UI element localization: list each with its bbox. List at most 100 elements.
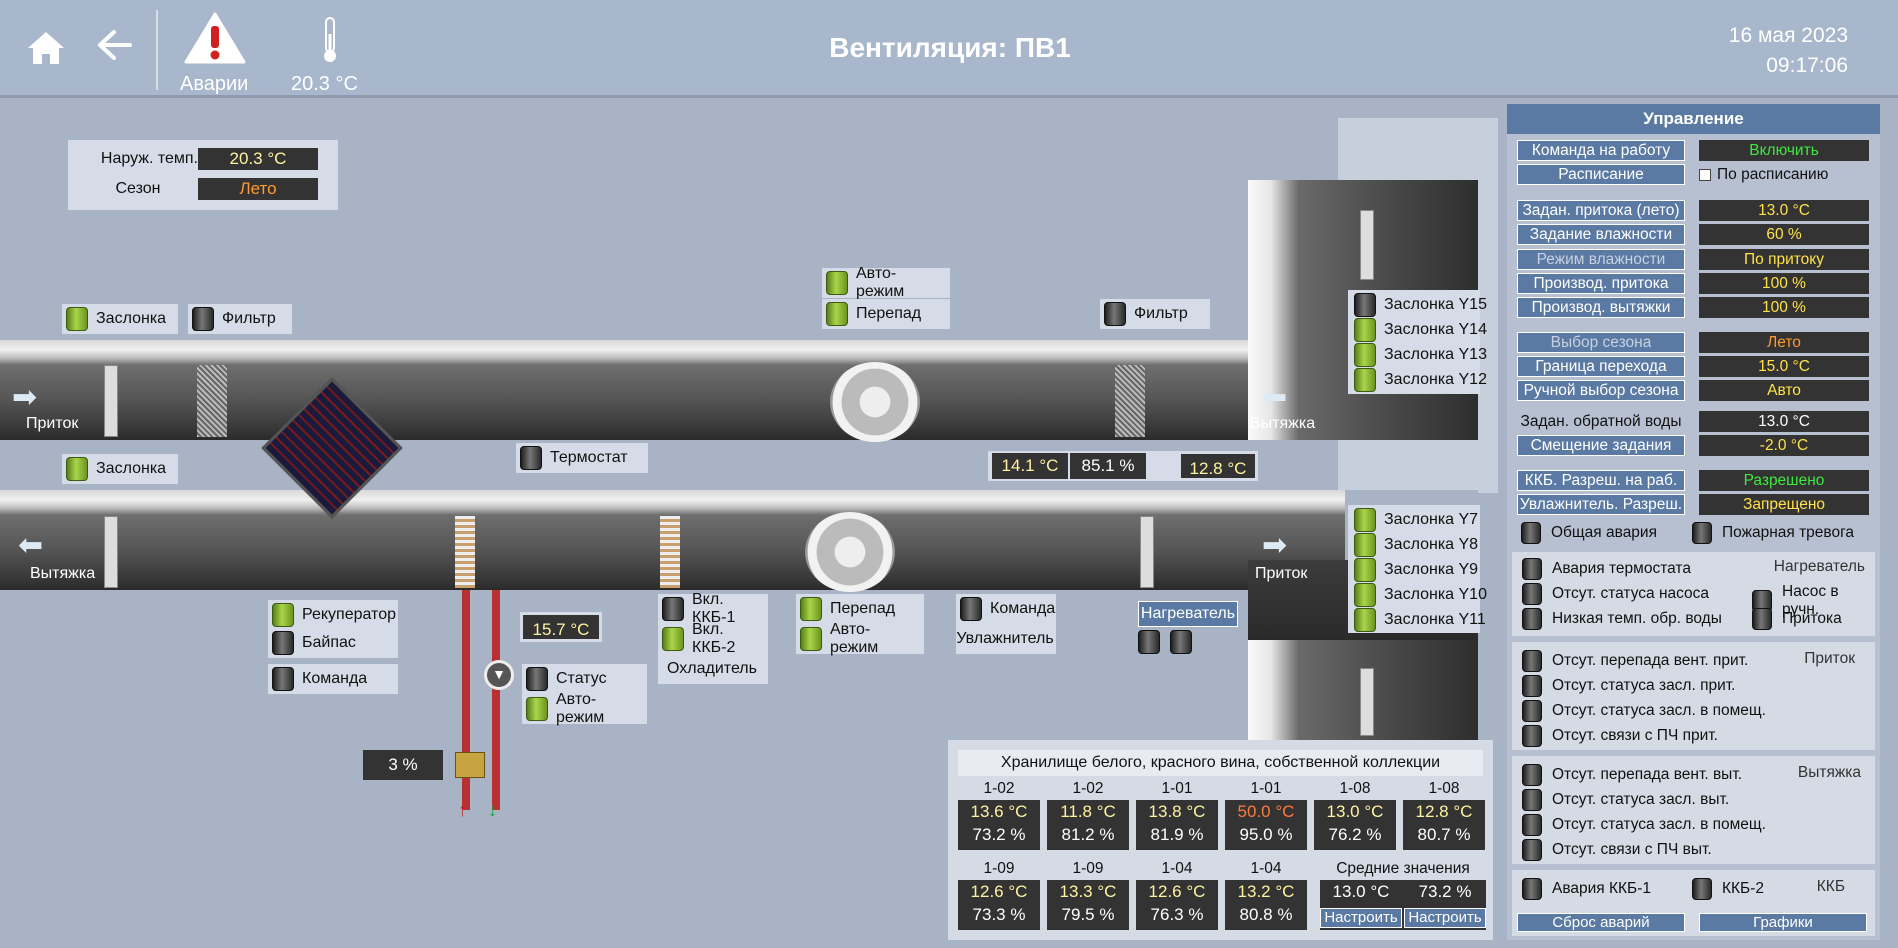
setting-value[interactable]: 13.0 °C bbox=[1699, 411, 1869, 432]
label-text: Низкая темп. обр. воды bbox=[1552, 610, 1722, 627]
setup-hum-button[interactable]: Настроить bbox=[1404, 908, 1486, 928]
exhaust-fan-auto[interactable]: Авто-режим bbox=[796, 621, 924, 656]
bypass-status[interactable]: Байпас bbox=[268, 628, 398, 658]
exhaust-fan bbox=[805, 512, 895, 592]
setting-label[interactable]: Производ. вытяжки bbox=[1517, 297, 1685, 318]
damper-y13-status[interactable]: Заслонка Y13 bbox=[1350, 342, 1493, 367]
label-text: Вкл. ККБ-2 bbox=[692, 621, 736, 656]
damper-y11-status[interactable]: Заслонка Y11 bbox=[1350, 607, 1492, 632]
setting-label[interactable]: Команда на работу bbox=[1517, 140, 1685, 161]
label-text: Заслонка Y10 bbox=[1384, 585, 1487, 603]
damper-y9-status[interactable]: Заслонка Y9 bbox=[1350, 557, 1484, 582]
damper-y7-status[interactable]: Заслонка Y7 bbox=[1350, 507, 1484, 532]
setting-value[interactable]: 100 % bbox=[1699, 297, 1869, 318]
damper-upper-status[interactable]: Заслонка bbox=[62, 304, 178, 334]
sensor-temp: 13.0 °C bbox=[1326, 802, 1384, 821]
pump-auto[interactable]: Авто-режим bbox=[522, 691, 647, 726]
setting-label[interactable]: Задан. притока (лето) bbox=[1517, 200, 1685, 221]
pump-status[interactable]: Статус bbox=[522, 664, 647, 694]
setting-value[interactable]: По притоку bbox=[1699, 249, 1869, 270]
status-indicator bbox=[1522, 700, 1542, 722]
setting-label[interactable]: Граница перехода bbox=[1517, 356, 1685, 377]
status-indicator bbox=[960, 597, 982, 621]
header-bar: Аварии 20.3 °C Вентиляция: ПВ1 16 мая 20… bbox=[0, 0, 1898, 98]
setting-value[interactable]: -2.0 °C bbox=[1699, 435, 1869, 456]
pipe-return bbox=[492, 590, 500, 810]
label-text: Заслонка Y14 bbox=[1384, 320, 1487, 338]
damper-y10-status[interactable]: Заслонка Y10 bbox=[1350, 582, 1493, 607]
setting-value[interactable]: 100 % bbox=[1699, 273, 1869, 294]
status-indicator bbox=[1354, 582, 1376, 607]
filter-left-status[interactable]: Фильтр bbox=[188, 304, 292, 334]
pump-icon[interactable]: ▼ bbox=[484, 660, 514, 690]
setting-label[interactable]: Увлажнитель. Разреш. bbox=[1517, 494, 1685, 515]
kkb1-status[interactable]: Вкл. ККБ-1 bbox=[658, 591, 768, 626]
sensor-hum: 73.3 % bbox=[972, 905, 1026, 924]
label-text: Рекуператор bbox=[302, 606, 396, 623]
reset-alarms-button[interactable]: Сброс аварий bbox=[1517, 913, 1685, 932]
kkb2-status[interactable]: Вкл. ККБ-2 bbox=[658, 621, 768, 656]
supply-fan-pressure[interactable]: Перепад bbox=[822, 299, 950, 329]
recuperator-status[interactable]: Рекуператор bbox=[268, 600, 398, 630]
damper-y15-status[interactable]: Заслонка Y15 bbox=[1350, 292, 1493, 317]
setting-value[interactable]: Авто bbox=[1699, 380, 1869, 401]
damper-y12-status[interactable]: Заслонка Y12 bbox=[1350, 367, 1493, 392]
humidifier-label: Увлажнитель bbox=[956, 624, 1056, 654]
status-indicator bbox=[1354, 607, 1376, 632]
alarms-label[interactable]: Аварии bbox=[180, 73, 249, 95]
setting-value[interactable]: 15.0 °C bbox=[1699, 356, 1869, 377]
header-divider bbox=[156, 10, 158, 90]
setting-label[interactable]: Режим влажности bbox=[1517, 249, 1685, 270]
back-arrow-icon[interactable] bbox=[96, 28, 134, 67]
outdoor-box: Наруж. темп. 20.3 °C Сезон Лето bbox=[68, 140, 338, 210]
supply-fan-auto[interactable]: Авто-режим bbox=[822, 265, 950, 300]
status-indicator bbox=[1522, 558, 1542, 580]
label-text: Фильтр bbox=[1134, 305, 1188, 322]
filter-right-status[interactable]: Фильтр bbox=[1100, 299, 1210, 329]
sensor-temp: 12.8 °C bbox=[1415, 802, 1473, 821]
setting-label[interactable]: Ручной выбор сезона bbox=[1517, 380, 1685, 401]
valve-position-value[interactable]: 3 % bbox=[363, 750, 443, 780]
setting-label[interactable]: Производ. притока bbox=[1517, 273, 1685, 294]
water-temp-value: 15.7 °C bbox=[520, 612, 602, 642]
damper-y8-status[interactable]: Заслонка Y8 bbox=[1350, 532, 1484, 557]
schedule-checkbox[interactable]: По расписанию bbox=[1699, 166, 1828, 184]
group-title: Нагреватель bbox=[1773, 558, 1865, 575]
graphs-button[interactable]: Графики bbox=[1699, 913, 1867, 932]
setting-value[interactable]: 60 % bbox=[1699, 224, 1869, 245]
avg-temp: 13.0 °C bbox=[1332, 882, 1390, 901]
setting-value[interactable]: Лето bbox=[1699, 332, 1869, 353]
setting-value[interactable]: Разрешено bbox=[1699, 470, 1869, 491]
setting-label[interactable]: Выбор сезона bbox=[1517, 332, 1685, 353]
valve-icon[interactable] bbox=[455, 752, 485, 778]
setting-label: Задан. обратной воды bbox=[1520, 413, 1682, 430]
home-icon[interactable] bbox=[26, 30, 66, 71]
status-indicator bbox=[1354, 557, 1376, 582]
avg-title: Средние значения bbox=[1336, 860, 1470, 877]
label-text: Заслонка bbox=[96, 310, 167, 327]
setting-value[interactable]: Запрещено bbox=[1699, 494, 1869, 515]
exhaust-fan-pressure[interactable]: Перепад bbox=[796, 594, 924, 624]
setting-label[interactable]: Смещение задания bbox=[1517, 435, 1685, 456]
heater-button[interactable]: Нагреватель bbox=[1138, 601, 1238, 627]
thermostat-status[interactable]: Термостат bbox=[516, 443, 648, 473]
recuperator-command[interactable]: Команда bbox=[268, 664, 398, 694]
setting-label[interactable]: ККБ. Разреш. на раб. bbox=[1517, 470, 1685, 491]
alarm-warning-icon[interactable] bbox=[184, 12, 246, 69]
setup-temp-button[interactable]: Настроить bbox=[1320, 908, 1402, 928]
setting-label[interactable]: Расписание bbox=[1517, 164, 1685, 185]
humidifier-command[interactable]: Команда bbox=[956, 594, 1056, 624]
setting-value[interactable]: Включить bbox=[1699, 140, 1869, 161]
filter-upper-right bbox=[1115, 365, 1145, 437]
damper-lower-status[interactable]: Заслонка bbox=[62, 454, 178, 484]
checkbox-icon[interactable] bbox=[1699, 169, 1711, 181]
damper-y14-status[interactable]: Заслонка Y14 bbox=[1350, 317, 1493, 342]
setting-label[interactable]: Задание влажности bbox=[1517, 224, 1685, 245]
sensor-hum: 76.2 % bbox=[1328, 825, 1382, 844]
setting-value[interactable]: 13.0 °C bbox=[1699, 200, 1869, 221]
sensor-name: 1-04 bbox=[1250, 860, 1282, 877]
